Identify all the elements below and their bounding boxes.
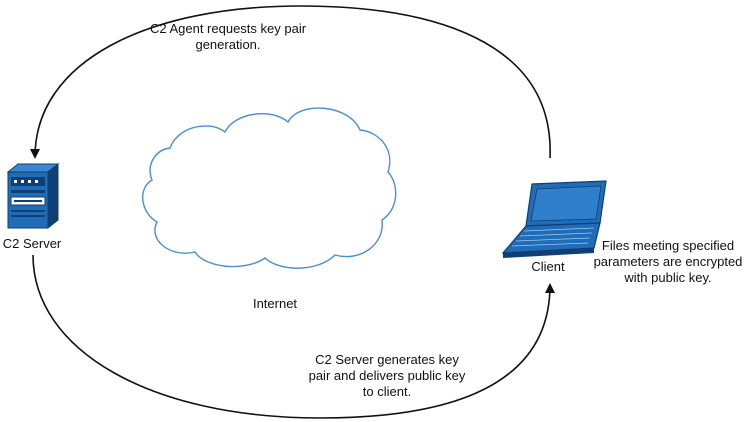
request-arrow [30, 5, 551, 159]
server-label: C2 Server [2, 236, 62, 251]
client-label: Client [531, 259, 565, 274]
server-tower-icon [6, 162, 60, 230]
delivery-label: C2 Server generates key pair and deliver… [308, 352, 466, 399]
internet-label: Internet [252, 296, 298, 311]
delivery-arrow [32, 254, 555, 419]
laptop-icon [501, 180, 607, 258]
encryption-note: Files meeting specified parameters are e… [593, 238, 743, 285]
cloud-icon [142, 107, 397, 269]
request-label: C2 Agent requests key pair generation. [149, 21, 307, 52]
